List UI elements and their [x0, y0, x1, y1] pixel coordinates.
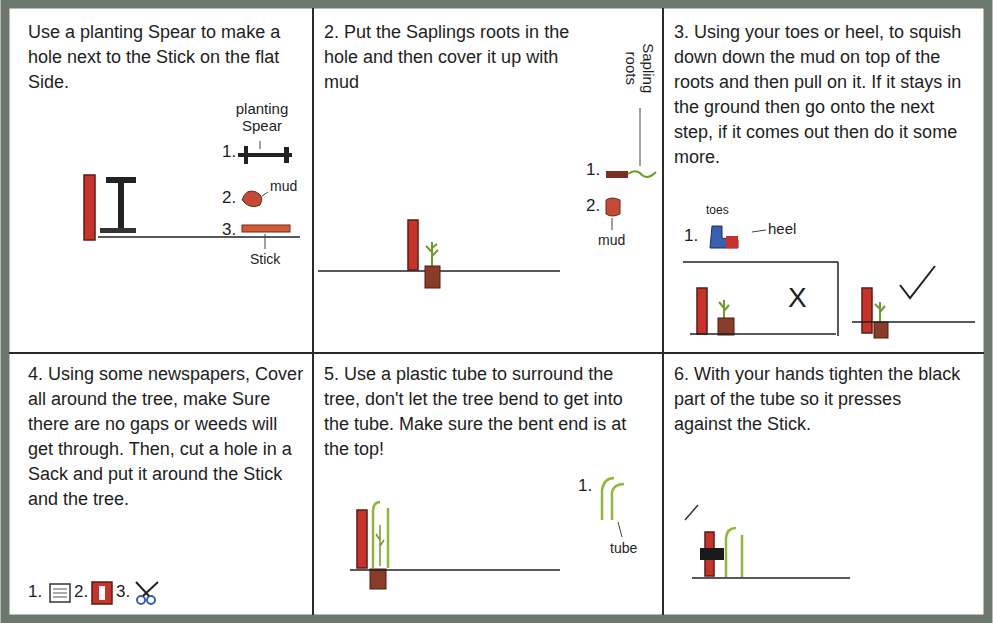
- panel2-drawing: [318, 108, 656, 288]
- callout-label: tube: [610, 540, 637, 556]
- callout-label: 3.: [116, 582, 130, 602]
- callout-label: 1.: [586, 160, 600, 180]
- callout-label: mud: [270, 178, 297, 194]
- frame: [5, 4, 988, 619]
- callout-label: 1.: [684, 226, 698, 246]
- panel4-icons: [50, 582, 158, 604]
- step-panel: 5. Use a plastic tube to surround the tr…: [314, 354, 663, 612]
- step-panel: 6. With your hands tighten the black par…: [664, 354, 980, 612]
- step-panel: 3. Using your toes or heel, to squish do…: [664, 12, 980, 353]
- step-text: Use a planting Spear to make a hole next…: [28, 20, 298, 95]
- step-text: 2. Put the Saplings roots in the hole an…: [324, 20, 589, 95]
- check-mark: [900, 266, 935, 298]
- callout-label: 2.: [586, 196, 600, 216]
- step-panel: 2. Put the Saplings roots in the hole an…: [314, 12, 663, 353]
- callout-label: 1.: [28, 582, 42, 602]
- panel3-drawing: [683, 226, 975, 338]
- callout-label: 1.: [222, 142, 236, 162]
- callout-label: planting Spear: [226, 100, 298, 135]
- rotated-label: Sapling roots: [623, 33, 658, 103]
- step-text: 4. Using some newspapers, Cover all arou…: [28, 362, 306, 512]
- step-text: 3. Using your toes or heel, to squish do…: [674, 20, 969, 170]
- panel6-drawing: [685, 505, 850, 578]
- callout-label: 2.: [74, 582, 88, 602]
- step-panel: Use a planting Spear to make a hole next…: [18, 12, 313, 353]
- callout-label: 1.: [578, 476, 592, 496]
- callout-label: Stick: [250, 251, 280, 267]
- callout-label: heel: [768, 220, 796, 237]
- panel1-drawing: [84, 141, 300, 249]
- step-text: 6. With your hands tighten the black par…: [674, 362, 964, 437]
- callout-label: 2.: [222, 188, 236, 208]
- callout-label: toes: [706, 204, 729, 218]
- step-text: 5. Use a plastic tube to surround the tr…: [324, 362, 649, 462]
- step-panel: 4. Using some newspapers, Cover all arou…: [18, 354, 313, 612]
- callout-label: 3.: [222, 220, 236, 240]
- callout-label: X: [788, 282, 807, 314]
- panel-grid: [9, 8, 984, 615]
- callout-label: mud: [598, 232, 625, 248]
